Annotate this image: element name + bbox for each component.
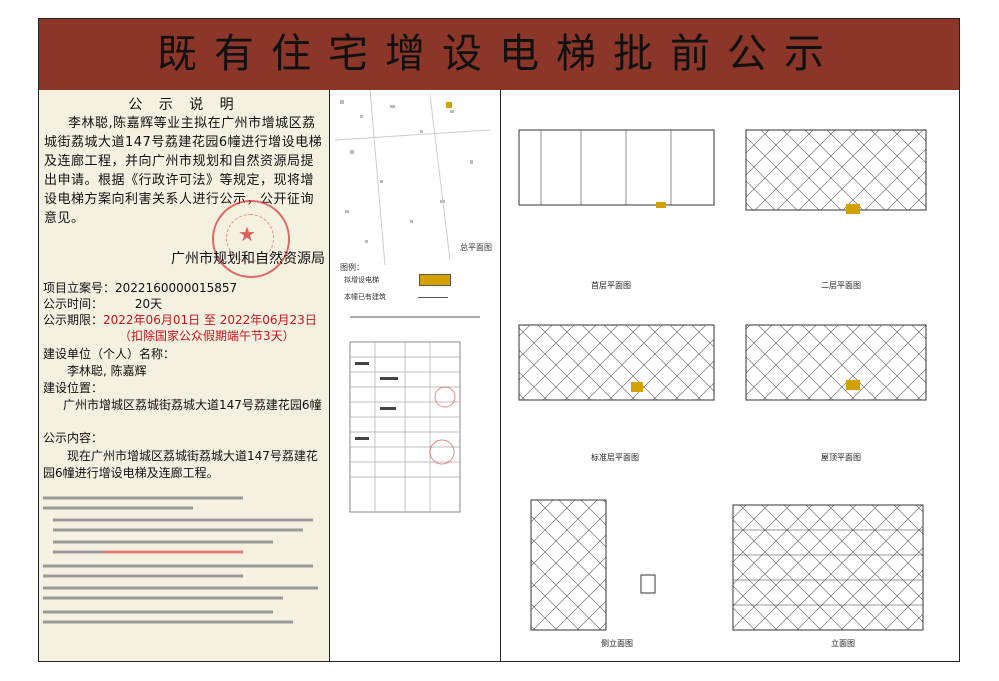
period-label: 公示期限： (43, 313, 104, 327)
site-plan-panel: 总平面图 图例： 拟增设电梯 本幢已有建筑 (330, 90, 501, 661)
legend-building: 本幢已有建筑 (344, 292, 448, 302)
plan-second-floor (745, 129, 927, 214)
legend-label: 图例： (340, 263, 364, 272)
drawing-label-5: 侧立面图 (601, 639, 633, 648)
page-title: 既有住宅增设电梯批前公示 (157, 31, 841, 77)
front-elevation (732, 504, 924, 631)
content-label: 公示内容： (43, 431, 104, 445)
notice-heading: 公 示 说 明 (128, 97, 240, 113)
notice-body: 李林聪,陈嘉辉等业主拟在广州市增城区荔城街荔城大道147号荔建花园6幢进行增设电… (44, 116, 323, 226)
plan-roof (745, 324, 927, 401)
drawing-label-2: 二层平面图 (821, 281, 861, 290)
project-no-label: 项目立案号： (43, 281, 116, 295)
duration-value: 20天 (134, 297, 163, 311)
notice-panel: 公 示 说 明 李林聪,陈嘉辉等业主拟在广州市增城区荔城街荔城大道147号荔建花… (39, 90, 330, 661)
elevator-swatch-icon (419, 274, 451, 286)
site-plan-map (334, 90, 491, 266)
site-plan-caption: 总平面图 (460, 243, 492, 252)
period-note: （扣除国家公众假期端午节3天） (119, 329, 295, 343)
fine-print (43, 490, 325, 640)
project-no-row: 项目立案号：2022160000015857 (43, 280, 237, 297)
period-row: 公示期限：2022年06月01日 至 2022年06月23日 (43, 312, 317, 329)
drawing-label-1: 首层平面图 (591, 281, 631, 290)
drawings-panel: 首层平面图 二层平面图 标准层平面图 屋顶平面图 侧立面图 立面图 (501, 90, 959, 661)
fine-print-lines (43, 496, 318, 624)
duration-row: 公示时间： 20天 (43, 296, 162, 313)
plan-standard-floor (518, 324, 715, 401)
drawings-sheet (518, 129, 927, 631)
building-line-icon (418, 296, 448, 298)
location-value: 广州市增城区荔城街荔城大道147号荔建花园6幢 (63, 398, 322, 412)
side-elevation (530, 499, 656, 631)
drawing-label-3: 标准层平面图 (591, 453, 639, 462)
period-value: 2022年06月01日 至 2022年06月23日 (103, 313, 317, 327)
applicant-label: 建设单位（个人）名称： (43, 347, 176, 361)
legend-elevator: 拟增设电梯 (344, 274, 451, 286)
plan-ground-floor (518, 129, 715, 208)
location-label: 建设位置： (43, 381, 104, 395)
title-banner: 既有住宅增设电梯批前公示 (39, 19, 959, 91)
project-no-value: 2022160000015857 (115, 281, 238, 295)
seal-star-icon: ★ (238, 222, 256, 246)
consent-form (349, 316, 480, 513)
applicant-value: 李林聪, 陈嘉辉 (67, 364, 147, 378)
official-seal: ★ (212, 200, 290, 278)
authority-name: 广州市规划和自然资源局 (171, 251, 325, 267)
drawing-label-4: 屋顶平面图 (821, 453, 861, 462)
notice-board: 既有住宅增设电梯批前公示 公 示 说 明 李林聪,陈嘉辉等业主拟在广州市增城区荔… (38, 18, 960, 662)
content-value: 现在广州市增城区荔城街荔城大道147号荔建花园6幢进行增设电梯及连廊工程。 (43, 449, 318, 480)
drawing-label-6: 立面图 (831, 639, 855, 648)
duration-label: 公示时间： (43, 297, 104, 311)
